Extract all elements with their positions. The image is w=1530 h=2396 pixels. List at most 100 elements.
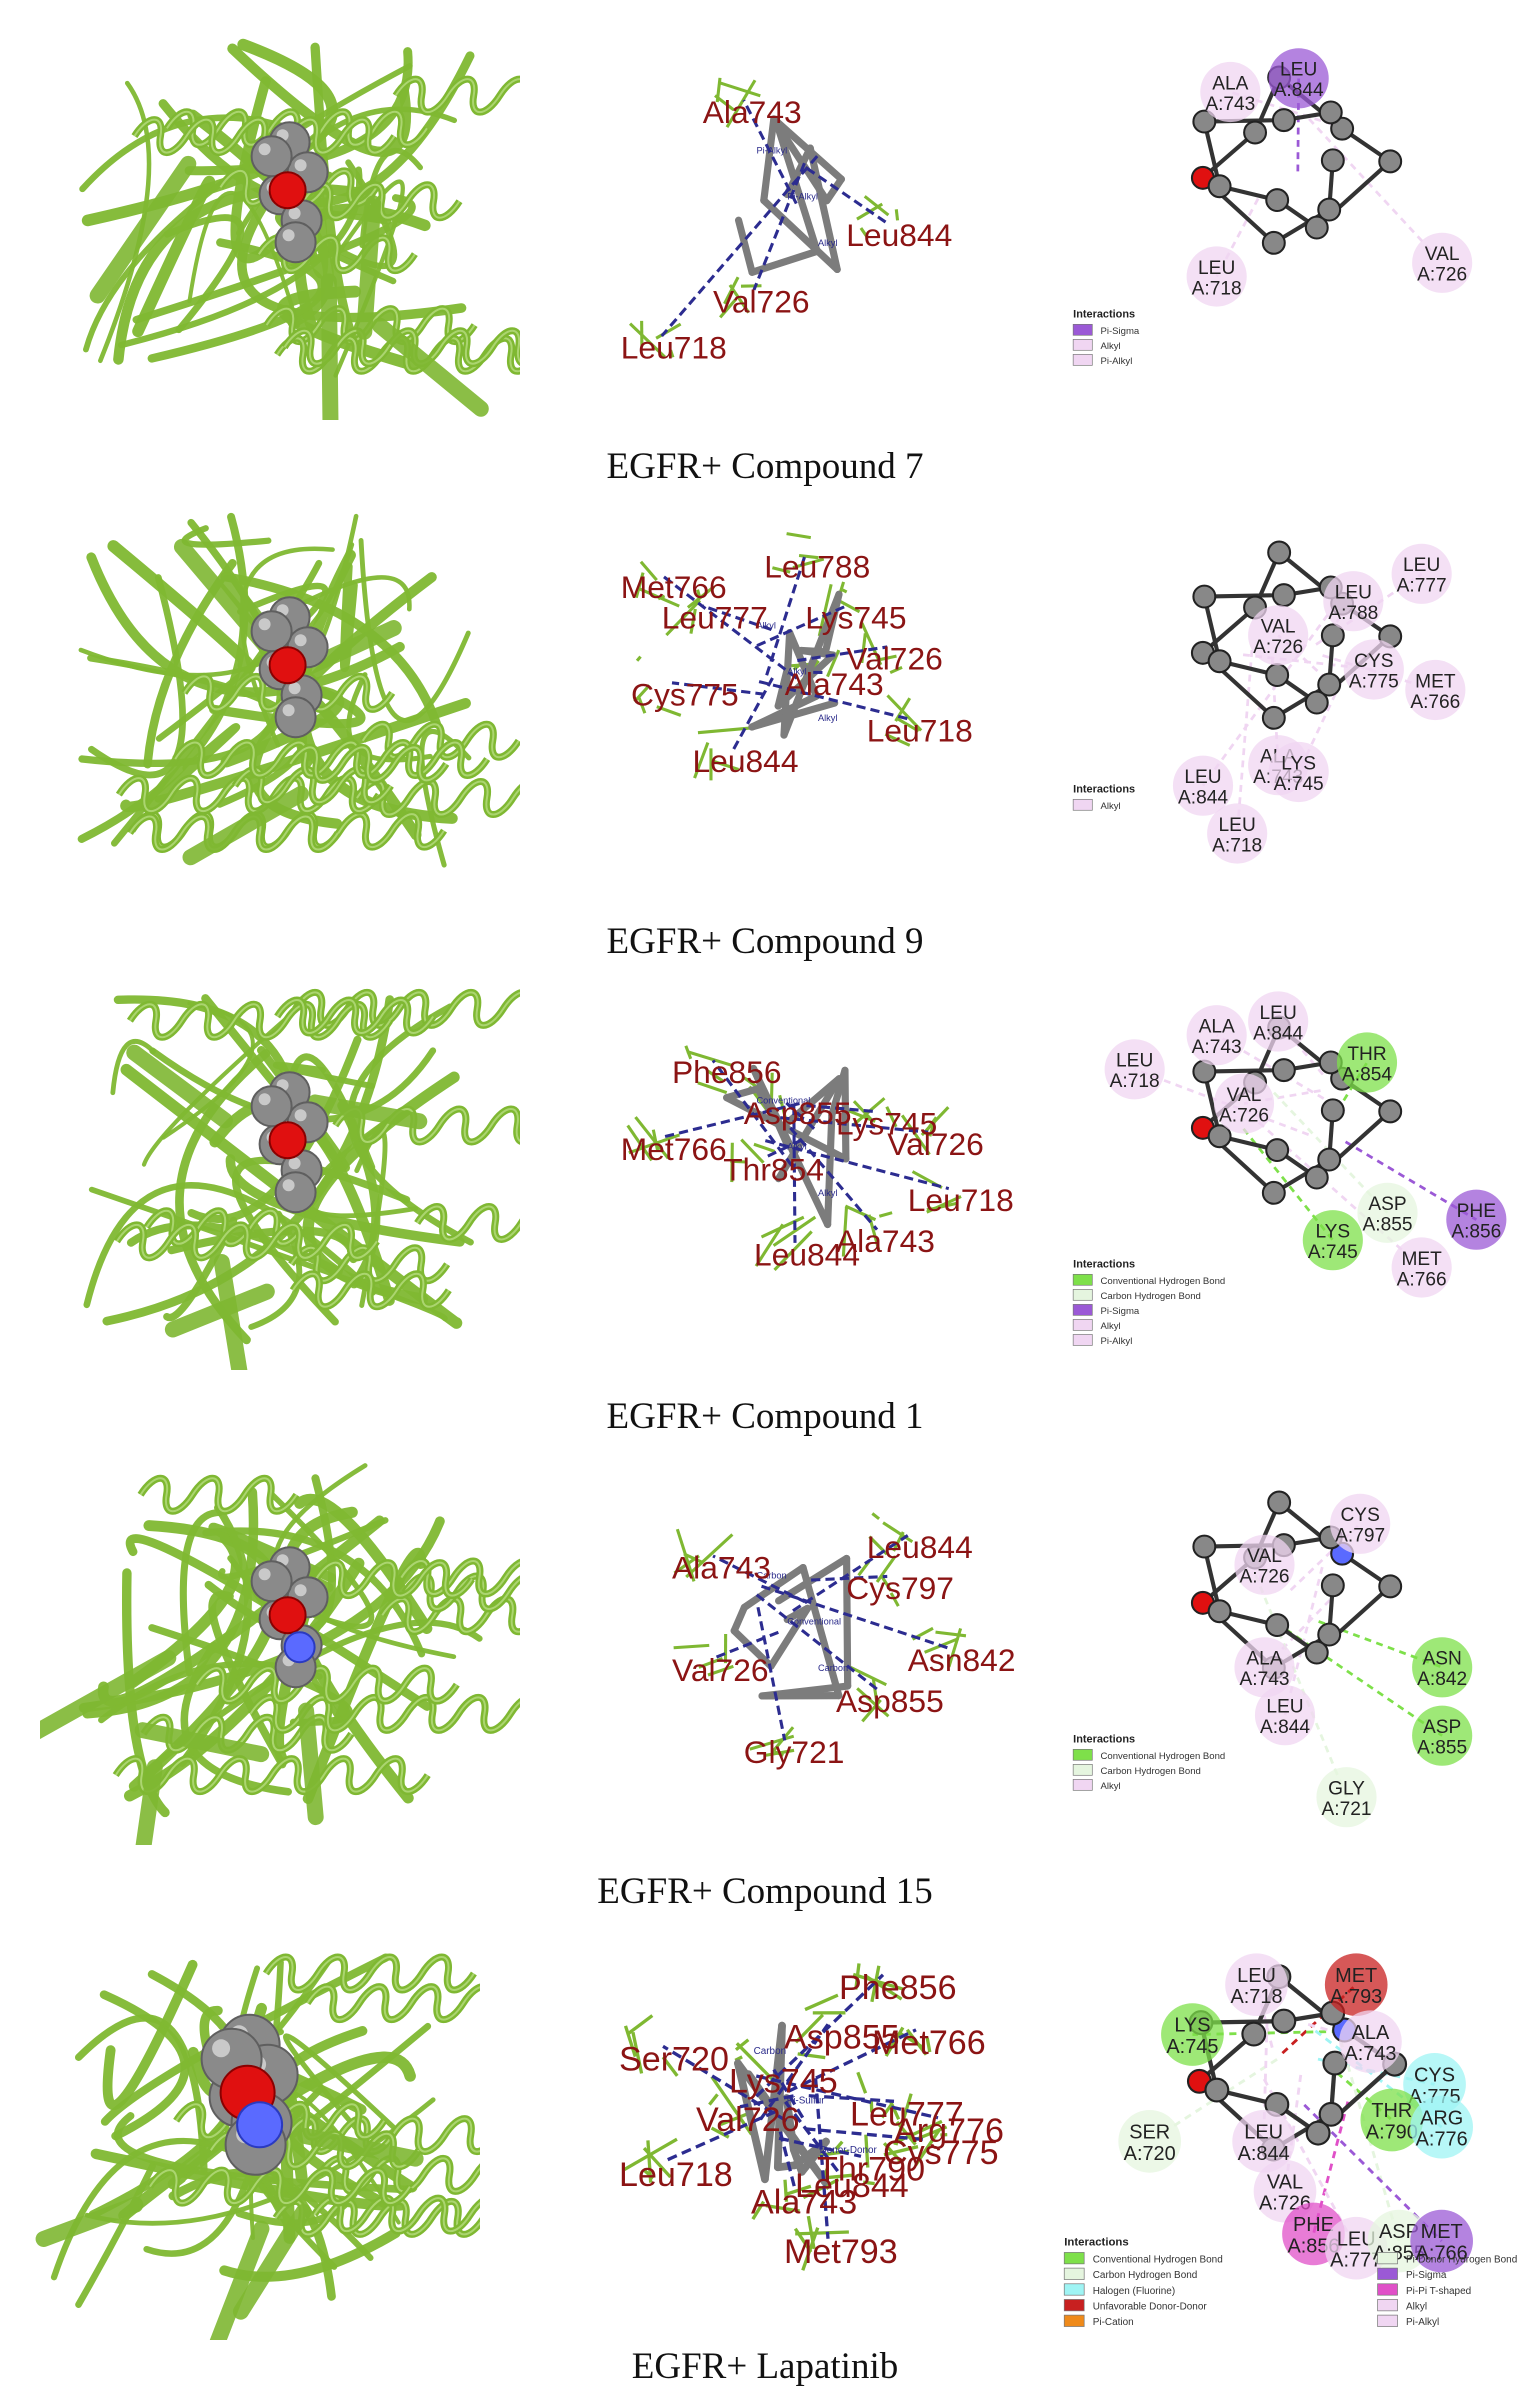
legend-swatch	[1072, 354, 1093, 366]
ligand-stick-model	[623, 1963, 948, 2271]
residue-name: MET	[1335, 1965, 1377, 1987]
residue-disc	[1330, 1493, 1391, 1554]
residue-label: Cys775	[631, 676, 739, 712]
residue-label: Val726	[887, 1126, 984, 1162]
legend-label: Carbon Hydrogen Bond	[1101, 1766, 1201, 1777]
residue-name: ASP	[1379, 2221, 1419, 2243]
residue-name: LYS	[1315, 1221, 1350, 1242]
interaction-type-label: Alkyl	[818, 238, 837, 248]
residue-id: A:790	[1366, 2122, 1418, 2144]
legend-label: Halogen (Fluorine)	[1093, 2286, 1175, 2297]
row-caption: EGFR+ Compound 7	[606, 446, 924, 487]
residue-id: A:720	[1124, 2143, 1176, 2165]
residue-name: ALA	[1246, 1649, 1282, 1670]
interaction-type-label: Conventional	[787, 1617, 841, 1627]
residue-label: Met766	[621, 569, 727, 605]
legend-swatch	[1072, 1319, 1093, 1331]
interaction-3d-panel: Pi-AlkylPi-AlkylAlkylAla743Leu844Val726L…	[621, 77, 952, 366]
residue-label: Leu777	[662, 600, 768, 636]
legend-label: Conventional Hydrogen Bond	[1101, 1751, 1226, 1762]
legend-swatch	[1072, 1334, 1093, 1346]
legend-label: Unfavorable Donor-Donor	[1093, 2301, 1208, 2312]
residue-id: A:844	[1260, 1717, 1310, 1738]
legend-swatch	[1377, 2252, 1398, 2265]
residue-disc	[1360, 2088, 1424, 2152]
legend-swatch	[1072, 323, 1093, 336]
residue-id: A:766	[1410, 692, 1460, 713]
legend-label: Alkyl	[1406, 2301, 1427, 2312]
residue-id: A:844	[1274, 80, 1324, 101]
residue-id: A:844	[1253, 1023, 1303, 1044]
residue-disc	[1336, 1032, 1398, 1093]
residue-label: Leu777	[850, 2096, 964, 2134]
legend-label: Alkyl	[1101, 801, 1121, 812]
interaction-type-label: Carbon	[756, 1571, 786, 1581]
residue-disc	[1225, 1953, 1288, 2017]
legend-label: Pi-Alkyl	[1101, 356, 1133, 367]
legend-swatch	[1072, 1779, 1093, 1791]
legend-label: Pi-Cation	[1093, 2317, 1134, 2328]
legend-swatch	[1072, 1748, 1093, 1761]
residue-label: Thr854	[723, 1151, 824, 1187]
residue-label: Leu844	[754, 1236, 860, 1272]
residue-disc	[1207, 803, 1268, 864]
protein-structure-panel	[77, 512, 520, 868]
residue-name: VAL	[1425, 244, 1460, 265]
residue-id: A:745	[1308, 1242, 1358, 1263]
residue-label: Ala743	[785, 666, 884, 702]
interaction-3d-panel: CarbonConventionalCarbonAla743Leu844Cys7…	[672, 1512, 1016, 1770]
legend-label: Pi-Sigma	[1101, 326, 1140, 337]
residue-disc	[1268, 48, 1329, 109]
interaction-type-label: Pi-Alkyl	[787, 192, 818, 202]
residue-disc	[1268, 741, 1329, 803]
residue-name: ALA	[1199, 1016, 1235, 1037]
residue-label: Lys745	[836, 1105, 937, 1141]
legend-swatch	[1072, 1273, 1093, 1286]
residue-disc	[1405, 659, 1466, 721]
legend-swatch	[1072, 798, 1093, 811]
residue-id: A:854	[1342, 1064, 1392, 1085]
interaction-2d-panel: LEUA:718META:793LYSA:745ALAA:743CYSA:775…	[1063, 1953, 1517, 2328]
residue-disc	[1391, 543, 1452, 604]
residue-name: VAL	[1227, 1085, 1262, 1106]
residue-disc	[1391, 1237, 1452, 1298]
residue-id: A:777	[1330, 2250, 1382, 2272]
residue-name: LEU	[1184, 767, 1221, 788]
residue-name: LEU	[1337, 2228, 1376, 2250]
protein-structure-panel	[83, 989, 520, 1370]
residue-label: Val726	[846, 641, 943, 677]
residue-name: LEU	[1403, 555, 1440, 576]
residue-disc	[1254, 1685, 1316, 1746]
residue-name: ASP	[1423, 1717, 1461, 1738]
protein-structure-panel	[40, 1463, 520, 1845]
row-caption: EGFR+ Compound 1	[606, 1396, 924, 1437]
residue-label: Asp855	[744, 1095, 852, 1131]
legend-swatch	[1377, 2314, 1398, 2327]
protein-structure-panel	[35, 1953, 480, 2340]
residue-name: LYS	[1174, 2015, 1210, 2037]
residue-id: A:856	[1451, 1221, 1501, 1242]
residue-id: A:721	[1322, 1799, 1372, 1820]
residue-id: A:855	[1363, 1215, 1413, 1236]
interaction-type-label: Pi-Alkyl	[756, 146, 787, 156]
residue-name: GLY	[1328, 1778, 1365, 1799]
ligand-spheres	[250, 121, 329, 264]
legend-title: Interactions	[1073, 309, 1135, 321]
residue-id: A:745	[1166, 2036, 1218, 2058]
residue-id: A:743	[1344, 2043, 1396, 2065]
residue-id: A:718	[1230, 1986, 1282, 2008]
ligand-stick-model	[673, 1512, 967, 1757]
residue-disc	[1410, 2095, 1473, 2159]
residue-id: A:855	[1417, 1737, 1467, 1758]
residue-id: A:775	[1349, 671, 1399, 692]
residue-label: Leu718	[619, 2156, 733, 2194]
residue-name: THR	[1371, 2100, 1412, 2122]
ligand-spheres	[200, 2013, 299, 2176]
residue-id: A:745	[1274, 774, 1324, 795]
legend-title: Interactions	[1073, 784, 1135, 796]
interaction-3d-panel: ConventionalAlkylAlkylPhe856Asp855Lys745…	[621, 1045, 1014, 1272]
interaction-type-label: Pi-Sulfur	[787, 2096, 826, 2107]
residue-label: Leu844	[693, 743, 799, 779]
legend-label: Conventional Hydrogen Bond	[1101, 1276, 1226, 1287]
